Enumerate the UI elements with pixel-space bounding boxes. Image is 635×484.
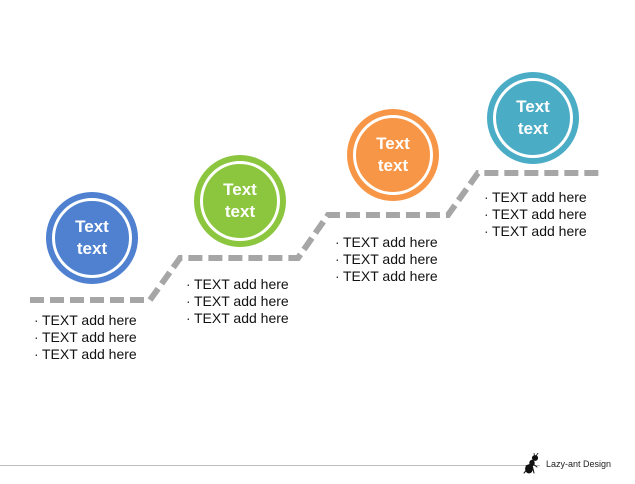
brand-name: Lazy-ant Design [546, 459, 612, 469]
bullet-dot: · [335, 234, 340, 250]
step-4-label: Text text [516, 97, 550, 138]
bullet-item: ·TEXT add here [34, 329, 137, 345]
dashed-stair-line [30, 170, 600, 303]
ant-icon [523, 453, 539, 474]
bullet-item: ·TEXT add here [335, 234, 438, 250]
bullet-dot: · [484, 206, 489, 222]
bullet-item: ·TEXT add here [484, 223, 587, 239]
step-2-circle: Text text [194, 155, 286, 247]
bullet-item: ·TEXT add here [186, 293, 289, 309]
bullet-dot: · [186, 310, 191, 326]
bullet-item: ·TEXT add here [335, 268, 438, 284]
bullet-item: ·TEXT add here [34, 312, 137, 328]
bullet-dot: · [335, 268, 340, 284]
bullet-item: ·TEXT add here [484, 189, 587, 205]
bullet-dot: · [484, 189, 489, 205]
bullet-item: ·TEXT add here [335, 251, 438, 267]
bullet-dot: · [484, 223, 489, 239]
bullet-item: ·TEXT add here [484, 206, 587, 222]
brand-logo: Lazy-ant Design [522, 452, 611, 476]
bullet-dot: · [186, 293, 191, 309]
bullet-dot: · [34, 346, 39, 362]
step-3-ring: Text text [353, 115, 433, 195]
step-3-label: Text text [376, 134, 410, 175]
bullet-item: ·TEXT add here [34, 346, 137, 362]
step-2-label: Text text [223, 180, 257, 221]
step-1-label: Text text [75, 217, 109, 258]
bullet-item: ·TEXT add here [186, 276, 289, 292]
step-3-circle: Text text [347, 109, 439, 201]
step-3-bullets: ·TEXT add here ·TEXT add here ·TEXT add … [335, 234, 438, 285]
step-4-bullets: ·TEXT add here ·TEXT add here ·TEXT add … [484, 189, 587, 240]
step-1-bullets: ·TEXT add here ·TEXT add here ·TEXT add … [34, 312, 137, 363]
step-2-ring: Text text [200, 161, 280, 241]
step-1-circle: Text text [46, 192, 138, 284]
bullet-dot: · [34, 329, 39, 345]
step-2-bullets: ·TEXT add here ·TEXT add here ·TEXT add … [186, 276, 289, 327]
bullet-dot: · [34, 312, 39, 328]
bullet-dot: · [335, 251, 340, 267]
bullet-item: ·TEXT add here [186, 310, 289, 326]
bullet-dot: · [186, 276, 191, 292]
step-4-circle: Text text [487, 72, 579, 164]
step-4-ring: Text text [493, 78, 573, 158]
step-1-ring: Text text [52, 198, 132, 278]
footer-divider [0, 465, 540, 466]
